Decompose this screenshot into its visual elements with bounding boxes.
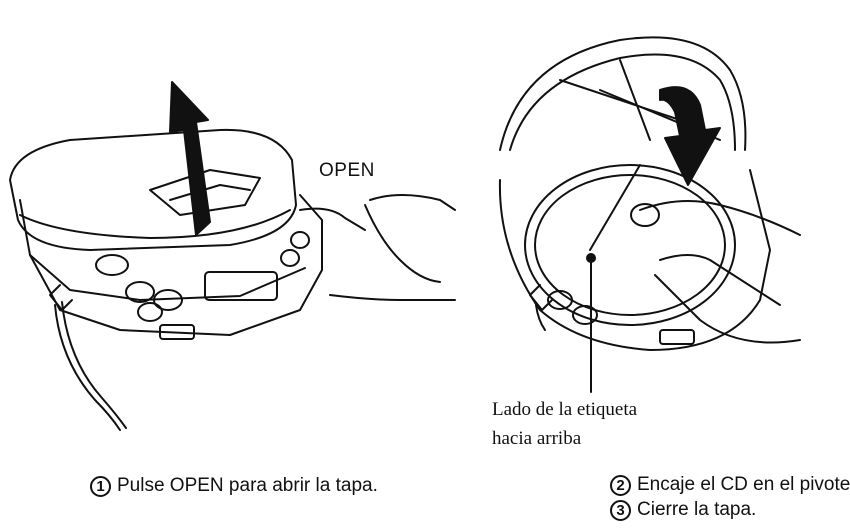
step-1: 1 Pulse OPEN para abrir la tapa. [90,475,378,497]
headphone-jack [529,284,553,311]
headphone-jack [49,284,73,311]
step-3: 3 Cierre la tapa. [610,499,756,521]
step-2: 2 Encaje el CD en el pivote. [610,474,850,496]
raised-lid [499,36,747,151]
callout-line1: Lado de la etiqueta [492,399,638,420]
cd-pivot [630,203,660,227]
callout-line2: hacia arriba [492,428,582,449]
left-cd-player-drawing [9,81,456,431]
player-display [204,271,278,301]
step-text-2: Encaje el CD en el pivote. [637,474,850,495]
step-text-1: Pulse OPEN para abrir la tapa. [117,475,378,496]
lift-arrow [169,81,211,236]
step-number-1: 1 [90,475,111,497]
player-base [19,194,323,336]
label-side-up-callout: Lado de la etiqueta hacia arriba [492,395,637,453]
instruction-illustrations [9,36,801,431]
step-number-3: 3 [610,499,631,521]
step-number-2: 2 [610,474,631,496]
insert-arrow [659,86,721,186]
step-text-3: Cierre la tapa. [637,499,757,520]
open-button-label: OPEN [319,160,375,181]
hand [639,200,801,344]
hand [299,194,456,301]
player-lid [9,128,297,251]
player-base [498,169,771,351]
right-cd-player-drawing [498,36,801,393]
cd-disc [524,164,736,326]
